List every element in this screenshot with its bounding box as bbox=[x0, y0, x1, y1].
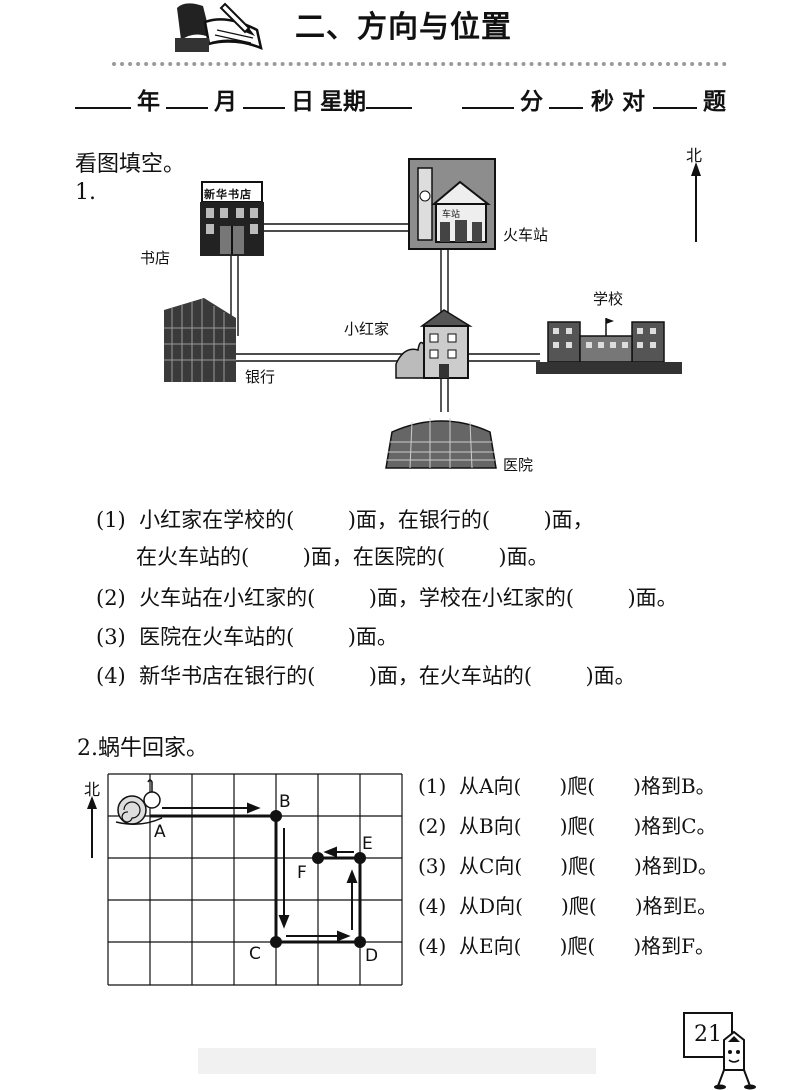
questions-label: 题 bbox=[703, 89, 726, 115]
problem1-number: 1. bbox=[75, 180, 96, 205]
minute-label: 分 bbox=[520, 89, 543, 115]
minute-blank[interactable] bbox=[462, 87, 514, 109]
bookstore-building-icon bbox=[200, 181, 264, 256]
p1-question-2: (2) 火车站在小红家的( )面，学校在小红家的( )面。 bbox=[96, 586, 678, 610]
problem2-title: 2.蜗牛回家。 bbox=[77, 736, 208, 761]
month-label: 月 bbox=[214, 89, 237, 115]
hospital-label: 医院 bbox=[503, 456, 534, 474]
p2-question-3: (3) 从C向( )爬( )格到D。 bbox=[418, 854, 718, 878]
school-building-icon bbox=[536, 318, 682, 374]
snail-icon bbox=[115, 779, 163, 825]
header-divider bbox=[112, 62, 727, 66]
north-label-1: 北 bbox=[686, 146, 703, 165]
station-label: 火车站 bbox=[503, 226, 549, 244]
day-blank[interactable] bbox=[243, 87, 285, 109]
p2-question-2: (2) 从B向( )爬( )格到C。 bbox=[418, 814, 717, 838]
station-sign: 车站 bbox=[442, 210, 461, 220]
map-roads bbox=[230, 223, 540, 412]
day-label: 日 bbox=[291, 89, 314, 115]
p1-question-3: (3) 医院在火车站的( )面。 bbox=[96, 625, 398, 649]
footer-bar bbox=[198, 1048, 596, 1074]
snail-grid bbox=[107, 773, 403, 986]
point-c-label: C bbox=[249, 944, 261, 964]
page-title: 二、方向与位置 bbox=[295, 10, 512, 45]
correct-blank[interactable] bbox=[653, 87, 697, 109]
p1-question-4: (4) 新华书店在银行的( )面，在火车站的( )面。 bbox=[96, 664, 636, 688]
point-d-label: D bbox=[365, 946, 379, 966]
hospital-building-icon bbox=[385, 418, 497, 469]
home-label: 小红家 bbox=[344, 320, 390, 338]
bookstore-label: 书店 bbox=[140, 249, 171, 267]
p2-question-5: (4) 从E向( )爬( )格到F。 bbox=[418, 934, 716, 958]
p2-question-1: (1) 从A向( )爬( )格到B。 bbox=[418, 774, 716, 798]
north-label-2: 北 bbox=[84, 780, 101, 799]
weekday-blank[interactable] bbox=[366, 87, 412, 109]
pencil-mascot-icon bbox=[714, 1030, 756, 1090]
north-arrow-1 bbox=[691, 162, 701, 242]
north-arrow-2 bbox=[87, 796, 97, 858]
month-blank[interactable] bbox=[166, 87, 208, 109]
p1-question-1a: (1) 小红家在学校的( )面，在银行的( )面， bbox=[96, 508, 594, 532]
second-label: 秒 bbox=[591, 89, 614, 115]
year-blank[interactable] bbox=[75, 87, 131, 109]
weekday-label: 星期 bbox=[320, 89, 366, 115]
point-b-label: B bbox=[279, 792, 291, 812]
point-a-label: A bbox=[154, 822, 166, 842]
score-line: 分 秒对 题 bbox=[462, 82, 726, 116]
second-blank[interactable] bbox=[549, 87, 583, 109]
p1-question-1b: 在火车站的( )面，在医院的( )面。 bbox=[96, 545, 549, 569]
correct-label: 对 bbox=[622, 89, 645, 115]
p2-question-4: (4) 从D向( )爬( )格到E。 bbox=[418, 894, 718, 918]
date-line: 年 月 日星期 bbox=[75, 82, 412, 116]
point-f-label: F bbox=[297, 863, 307, 883]
bookstore-sign: 新华书店 bbox=[204, 188, 252, 201]
home-building-icon bbox=[395, 309, 473, 379]
year-label: 年 bbox=[137, 89, 160, 115]
school-label: 学校 bbox=[593, 290, 624, 308]
point-e-label: E bbox=[362, 834, 373, 854]
instruction-text: 看图填空。 bbox=[75, 152, 186, 177]
train-station-icon bbox=[408, 158, 496, 250]
bank-label: 银行 bbox=[245, 368, 276, 386]
bank-building-icon bbox=[164, 298, 236, 382]
header-book-icon bbox=[175, 2, 263, 52]
